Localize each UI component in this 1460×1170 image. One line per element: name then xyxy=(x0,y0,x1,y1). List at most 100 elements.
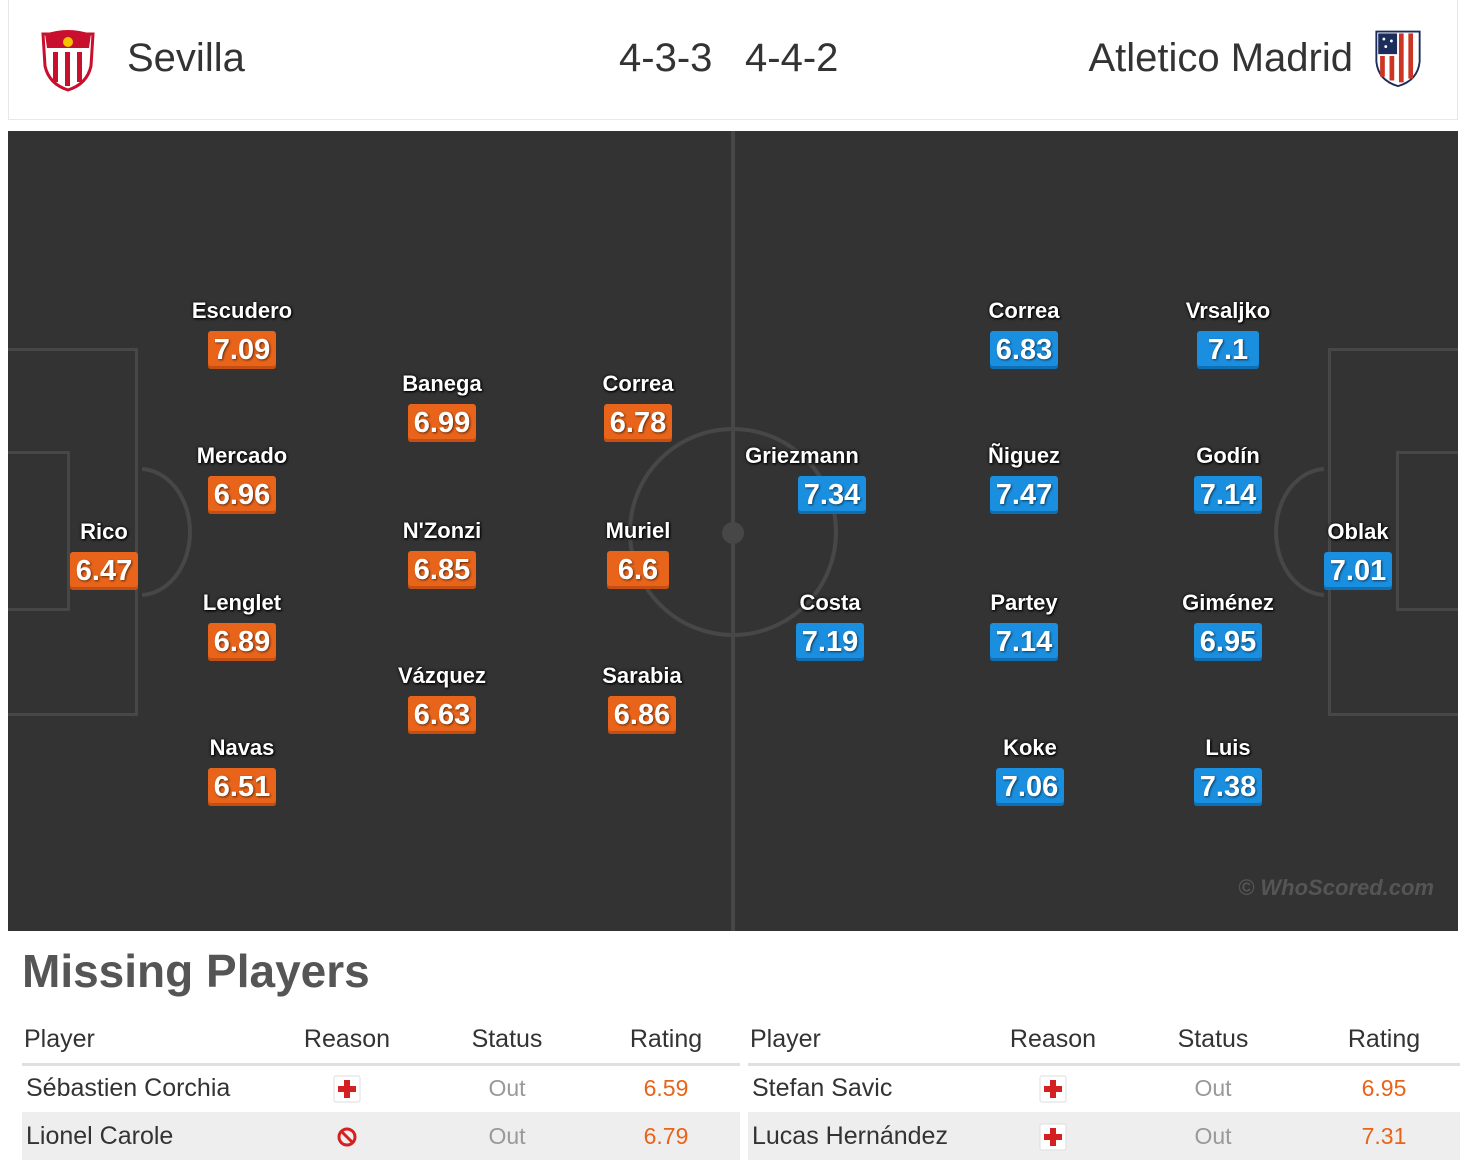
missing-rating: 6.59 xyxy=(592,1064,740,1112)
col-rating[interactable]: Rating xyxy=(1308,1016,1460,1066)
missing-player-name[interactable]: Sébastien Corchia xyxy=(22,1064,272,1112)
home-player[interactable]: Banega 6.99 xyxy=(372,370,512,450)
right-penalty-box xyxy=(1328,348,1458,716)
home-player[interactable]: Escudero 7.09 xyxy=(172,297,312,377)
player-name: Navas xyxy=(209,735,275,760)
col-reason[interactable]: Reason xyxy=(988,1016,1118,1066)
reason-cell xyxy=(988,1112,1118,1160)
player-name: Sarabia xyxy=(602,663,682,688)
center-circle xyxy=(628,427,838,637)
away-missing-table: Player Reason Status Rating Stefan Savic… xyxy=(748,1016,1460,1160)
player-name: Escudero xyxy=(191,298,293,323)
col-player[interactable]: Player xyxy=(22,1016,272,1066)
home-player[interactable]: N'Zonzi 6.85 xyxy=(372,517,512,597)
center-spot xyxy=(722,522,744,544)
left-six-yard-box xyxy=(8,451,70,611)
missing-status: Out xyxy=(422,1112,592,1160)
player-rating: 6.95 xyxy=(1193,623,1263,661)
away-player[interactable]: Partey 7.14 xyxy=(954,589,1094,669)
injury-cross-icon xyxy=(1039,1075,1067,1103)
col-player[interactable]: Player xyxy=(748,1016,988,1066)
home-missing-table: Player Reason Status Rating Sébastien Co… xyxy=(22,1016,740,1160)
table-header-row: Player Reason Status Rating xyxy=(22,1016,740,1066)
away-player[interactable]: Oblak 7.01 xyxy=(1288,518,1428,598)
home-player[interactable]: Rico 6.47 xyxy=(34,518,174,598)
col-status[interactable]: Status xyxy=(422,1016,592,1066)
col-status[interactable]: Status xyxy=(1118,1016,1308,1066)
home-player[interactable]: Sarabia 6.86 xyxy=(572,662,712,742)
away-formation: 4-4-2 xyxy=(745,36,839,80)
home-player[interactable]: Correa 6.78 xyxy=(568,370,708,450)
player-rating: 6.47 xyxy=(69,552,139,590)
watermark: © WhoScored.com xyxy=(1238,875,1434,900)
player-name: Rico xyxy=(80,519,128,544)
away-player[interactable]: Godín 7.14 xyxy=(1158,442,1298,522)
player-name: Griezmann xyxy=(745,443,859,468)
away-team-name[interactable]: Atletico Madrid xyxy=(1088,36,1353,80)
away-player[interactable]: Griezmann 7.34 xyxy=(732,442,872,522)
missing-rating: 7.31 xyxy=(1308,1112,1460,1160)
missing-player-name[interactable]: Lionel Carole xyxy=(22,1112,272,1160)
player-rating: 7.38 xyxy=(1193,768,1263,806)
home-player[interactable]: Navas 6.51 xyxy=(172,734,312,814)
player-name: Banega xyxy=(402,371,482,396)
missing-status: Out xyxy=(1118,1064,1308,1112)
player-rating: 7.09 xyxy=(207,331,277,369)
away-player[interactable]: Ñiguez 7.47 xyxy=(954,442,1094,522)
player-rating: 6.78 xyxy=(603,404,673,442)
player-rating: 6.6 xyxy=(607,551,669,589)
right-six-yard-box xyxy=(1396,451,1458,611)
atletico-crest-icon[interactable] xyxy=(1369,24,1427,88)
missing-player-name[interactable]: Stefan Savic xyxy=(748,1064,988,1112)
home-player[interactable]: Mercado 6.96 xyxy=(172,442,312,522)
player-name: Giménez xyxy=(1182,590,1274,615)
player-rating: 6.51 xyxy=(207,768,277,806)
player-rating: 6.83 xyxy=(989,331,1059,369)
reason-cell xyxy=(988,1064,1118,1112)
home-formation: 4-3-3 xyxy=(619,36,713,80)
missing-players-title: Missing Players xyxy=(22,945,370,997)
player-rating: 7.01 xyxy=(1323,552,1393,590)
player-rating: 6.63 xyxy=(407,696,477,734)
player-name: Vrsaljko xyxy=(1185,298,1271,323)
home-player[interactable]: Lenglet 6.89 xyxy=(172,589,312,669)
reason-cell xyxy=(272,1112,422,1160)
col-reason[interactable]: Reason xyxy=(272,1016,422,1066)
away-player[interactable]: Correa 6.83 xyxy=(954,297,1094,377)
missing-status: Out xyxy=(1118,1112,1308,1160)
player-name: Vázquez xyxy=(397,663,487,688)
player-rating: 7.06 xyxy=(995,768,1065,806)
player-name: N'Zonzi xyxy=(402,518,482,543)
suspension-icon xyxy=(337,1127,357,1147)
reason-cell xyxy=(272,1064,422,1112)
table-header-row: Player Reason Status Rating xyxy=(748,1016,1460,1066)
away-player[interactable]: Vrsaljko 7.1 xyxy=(1158,297,1298,377)
pitch: Rico 6.47 Escudero 7.09 Mercado 6.96 Len… xyxy=(8,131,1458,931)
player-name: Ñiguez xyxy=(987,443,1061,468)
home-player[interactable]: Muriel 6.6 xyxy=(568,517,708,597)
player-rating: 6.99 xyxy=(407,404,477,442)
player-name: Muriel xyxy=(605,518,671,543)
match-header: Sevilla 4-3-3 4-4-2 Atletico Madrid xyxy=(8,0,1458,120)
table-row: Lionel Carole Out 6.79 xyxy=(22,1112,740,1160)
away-player[interactable]: Costa 7.19 xyxy=(760,589,900,669)
table-row: Sébastien Corchia Out 6.59 xyxy=(22,1064,740,1112)
player-rating: 7.47 xyxy=(989,476,1059,514)
player-name: Oblak xyxy=(1327,519,1389,544)
away-player[interactable]: Koke 7.06 xyxy=(960,734,1100,814)
missing-player-name[interactable]: Lucas Hernández xyxy=(748,1112,988,1160)
player-name: Correa xyxy=(988,298,1060,323)
injury-cross-icon xyxy=(333,1075,361,1103)
player-rating: 7.14 xyxy=(989,623,1059,661)
player-name: Godín xyxy=(1196,443,1260,468)
away-player[interactable]: Luis 7.38 xyxy=(1158,734,1298,814)
table-row: Stefan Savic Out 6.95 xyxy=(748,1064,1460,1112)
sevilla-crest-icon[interactable] xyxy=(39,28,97,92)
away-player[interactable]: Giménez 6.95 xyxy=(1158,589,1298,669)
home-team-name[interactable]: Sevilla xyxy=(127,36,245,80)
player-rating: 7.1 xyxy=(1197,331,1259,369)
missing-rating: 6.95 xyxy=(1308,1064,1460,1112)
home-player[interactable]: Vázquez 6.63 xyxy=(372,662,512,742)
player-rating: 7.14 xyxy=(1193,476,1263,514)
col-rating[interactable]: Rating xyxy=(592,1016,740,1066)
